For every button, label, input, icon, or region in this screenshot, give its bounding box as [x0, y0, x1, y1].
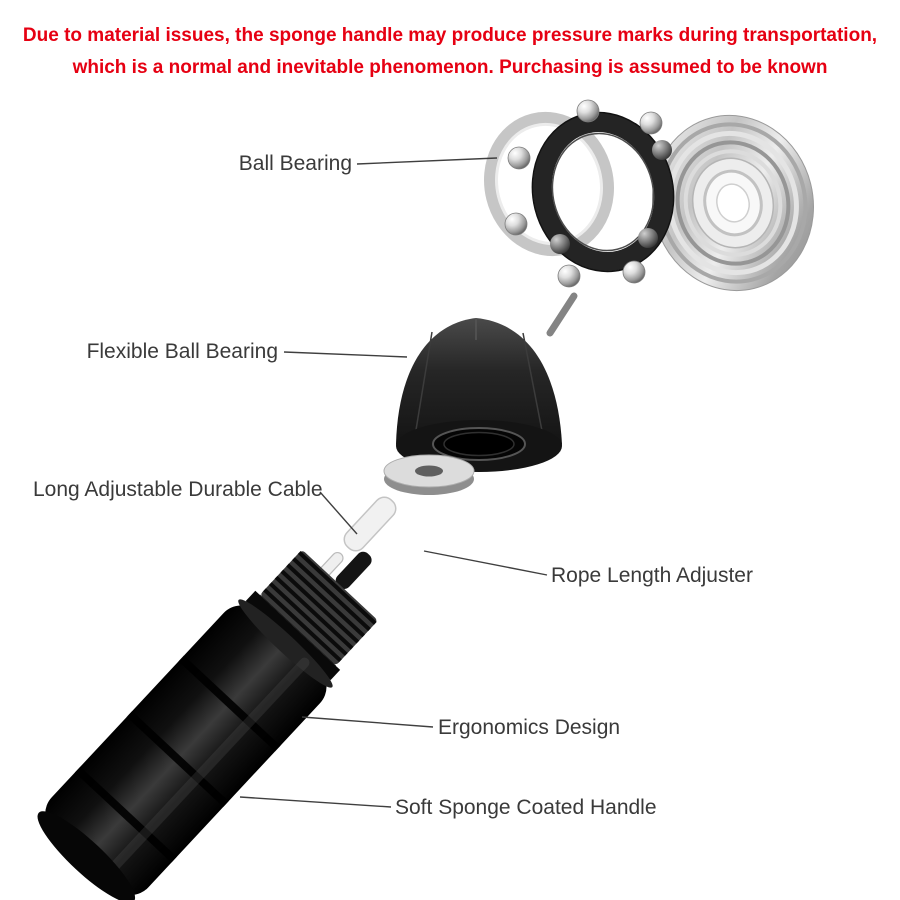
leader-rope-length-adjuster [423, 550, 548, 576]
leader-flexible-ball-bearing [283, 351, 408, 358]
label-rope-length-adjuster: Rope Length Adjuster [551, 564, 753, 587]
label-flexible-ball-bearing: Flexible Ball Bearing [86, 340, 278, 363]
leader-cable [319, 491, 358, 535]
cage-balls [550, 140, 672, 254]
handle-body [37, 599, 333, 900]
leader-lines [239, 157, 548, 808]
washer [383, 454, 475, 495]
label-soft-sponge-coated-handle: Soft Sponge Coated Handle [395, 796, 657, 819]
bearing-balls [504, 99, 663, 288]
leader-ergonomics [301, 716, 434, 728]
leader-ball-bearing [356, 157, 498, 165]
label-ergonomics-design: Ergonomics Design [438, 716, 621, 739]
disclaimer-line2: which is a normal and inevitable phenome… [72, 57, 828, 78]
label-long-adjustable-durable-cable: Long Adjustable Durable Cable [33, 478, 323, 501]
thread-section [259, 550, 377, 666]
ball-bearing-assembly [484, 99, 814, 292]
connecting-rod [546, 292, 578, 337]
handle-part [37, 550, 377, 900]
flexible-ball-bearing-cap [396, 292, 578, 472]
disclaimer-line1: Due to material issues, the sponge handl… [22, 25, 878, 46]
handle-tip [335, 551, 372, 590]
rope-length-adjuster-part [343, 496, 397, 552]
disclaimer: Due to material issues, the sponge handl… [0, 20, 900, 84]
handle-collar [245, 590, 341, 681]
leader-sponge-handle [239, 796, 392, 808]
label-ball-bearing: Ball Bearing [238, 152, 352, 175]
